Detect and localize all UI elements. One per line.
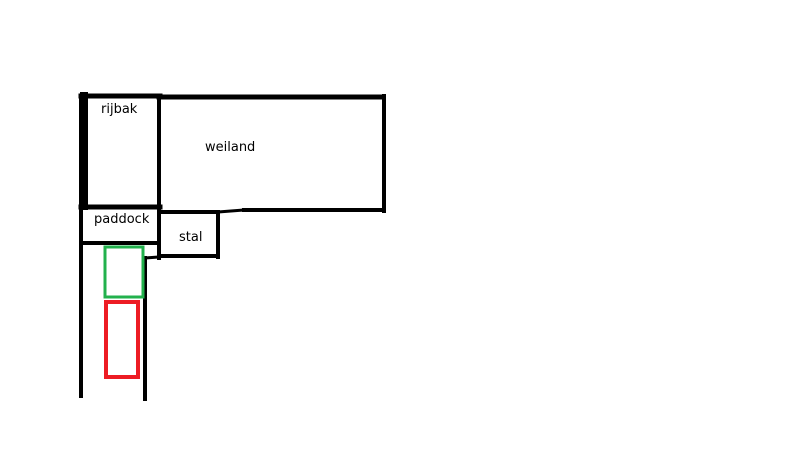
- weiland-area: [156, 94, 386, 214]
- rijbak-label: rijbak: [101, 102, 138, 117]
- stal-area: [157, 208, 220, 260]
- green-box: [103, 245, 145, 299]
- red-box: [104, 300, 140, 379]
- paddock-label: paddock: [94, 212, 150, 227]
- path-connector-line: [143, 255, 161, 260]
- rijbak-area: [78, 92, 163, 212]
- weiland-label: weiland: [205, 140, 255, 155]
- stal-label: stal: [179, 230, 202, 245]
